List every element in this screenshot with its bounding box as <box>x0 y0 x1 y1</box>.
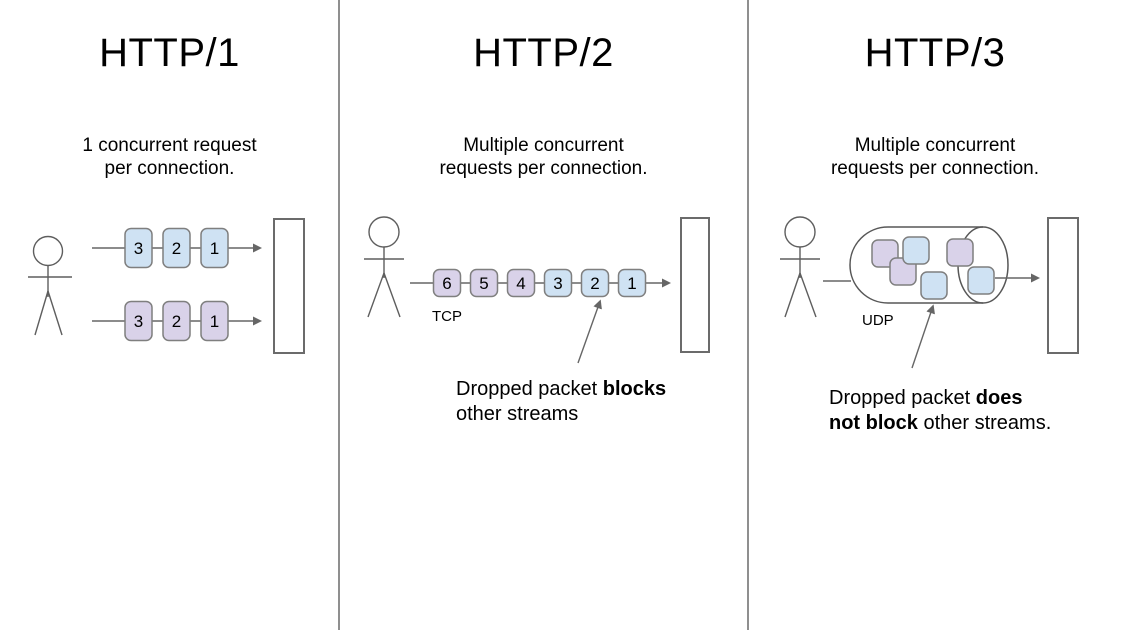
packet-label: 4 <box>516 274 525 293</box>
http2-title: HTTP/2 <box>473 31 614 75</box>
http3-subtitle: Multiple concurrent requests per connect… <box>830 135 1040 179</box>
packet-label: 5 <box>479 274 488 293</box>
http3-server-box <box>1047 217 1079 354</box>
column-divider-right <box>747 0 749 630</box>
http2-subtitle: Multiple concurrent requests per connect… <box>439 135 648 179</box>
http2-server-box <box>680 217 710 353</box>
stick-figure-head <box>784 216 816 248</box>
annotation-text: Dropped packet <box>456 378 603 400</box>
annotation-text: other streams. <box>917 412 1052 434</box>
http2-annotation: Dropped packet blocks other streams <box>456 377 706 427</box>
http3-stick-figure <box>780 216 820 318</box>
packet <box>902 236 930 265</box>
column-divider-left <box>338 0 340 630</box>
packet-label: 6 <box>442 274 451 293</box>
packet-label: 2 <box>590 274 599 293</box>
annotation-bold-text: blocks <box>602 378 667 400</box>
packet <box>124 227 153 269</box>
packet <box>162 300 191 342</box>
packet <box>162 227 191 269</box>
http1-title: HTTP/1 <box>99 31 240 75</box>
http1-stream1-packets: 3 2 1 <box>124 227 229 269</box>
packet-label: 1 <box>210 312 219 331</box>
packet-label: 1 <box>210 239 219 258</box>
packet-label: 1 <box>627 274 636 293</box>
stick-figure-head <box>32 235 64 267</box>
packet-label: 3 <box>134 312 143 331</box>
annotation-text: Dropped packet <box>829 387 976 409</box>
http3-title: HTTP/3 <box>864 31 1006 75</box>
packet <box>920 271 948 300</box>
http2-annotation-arrow <box>577 299 602 364</box>
tcp-label: TCP <box>432 308 462 325</box>
annotation-text: other streams <box>456 403 579 425</box>
http3-annotation-arrow <box>911 304 935 369</box>
packet-label: 3 <box>134 239 143 258</box>
udp-label: UDP <box>862 312 894 329</box>
packet-label: 3 <box>553 274 562 293</box>
packet-label: 2 <box>172 312 181 331</box>
http1-stream2-packets: 3 2 1 <box>124 300 229 342</box>
http2-packets: 6 5 4 3 2 1 <box>432 268 647 298</box>
packet <box>124 300 153 342</box>
packet <box>946 238 974 267</box>
annotation-bold-text: does <box>975 387 1023 409</box>
packet <box>617 268 647 298</box>
annotation-bold-text: not block <box>829 412 918 434</box>
packet-label: 2 <box>172 239 181 258</box>
http3-annotation: Dropped packet does not block other strea… <box>829 386 1089 436</box>
stick-figure-head <box>368 216 400 248</box>
packet <box>432 268 462 298</box>
http1-server-box <box>273 218 305 354</box>
http1-subtitle: 1 concurrent request per connection. <box>82 135 257 179</box>
http3-packets <box>871 236 995 300</box>
packet <box>967 266 995 295</box>
packet <box>469 268 499 298</box>
packet <box>543 268 573 298</box>
http2-stick-figure <box>364 216 404 318</box>
http1-stick-figure <box>28 235 72 336</box>
packet <box>580 268 610 298</box>
packet <box>200 227 229 269</box>
packet <box>200 300 229 342</box>
packet <box>506 268 536 298</box>
